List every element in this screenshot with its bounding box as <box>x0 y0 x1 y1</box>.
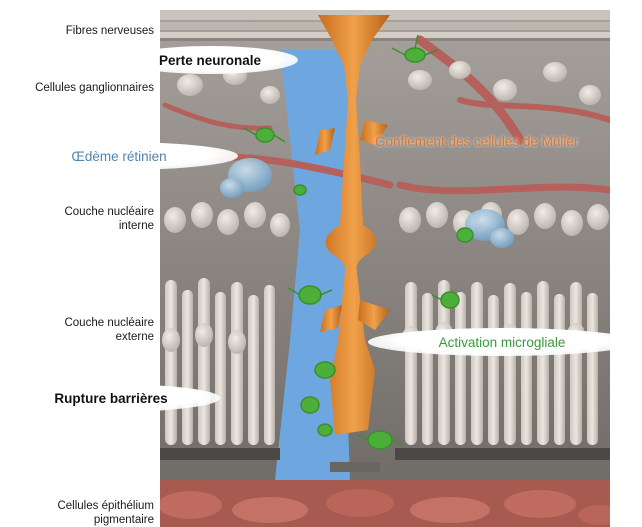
callout-gonflement-muller: Gonflement des cellules de Müller <box>375 134 578 149</box>
callout-activation-microgliale: Activation microgliale <box>368 328 636 356</box>
callout-rupture-barrieres: Rupture barrières <box>2 384 220 412</box>
label-ganglion-cells: Cellules ganglionnaires <box>0 81 154 95</box>
label-rpe: Cellules épithélium pigmentaire <box>0 499 154 527</box>
callout-oedeme: Œdème rétinien <box>0 142 238 170</box>
label-inner-nuclear: Couche nucléaire interne <box>0 205 154 233</box>
label-outer-nuclear: Couche nucléaire externe <box>0 316 154 344</box>
label-nerve-fibres: Fibres nerveuses <box>0 24 154 38</box>
nerve-fibre-layer <box>160 10 610 41</box>
callout-perte-neuronale: Perte neuronale <box>122 46 298 74</box>
rpe-layer <box>160 480 610 527</box>
retina-illustration <box>160 10 610 527</box>
